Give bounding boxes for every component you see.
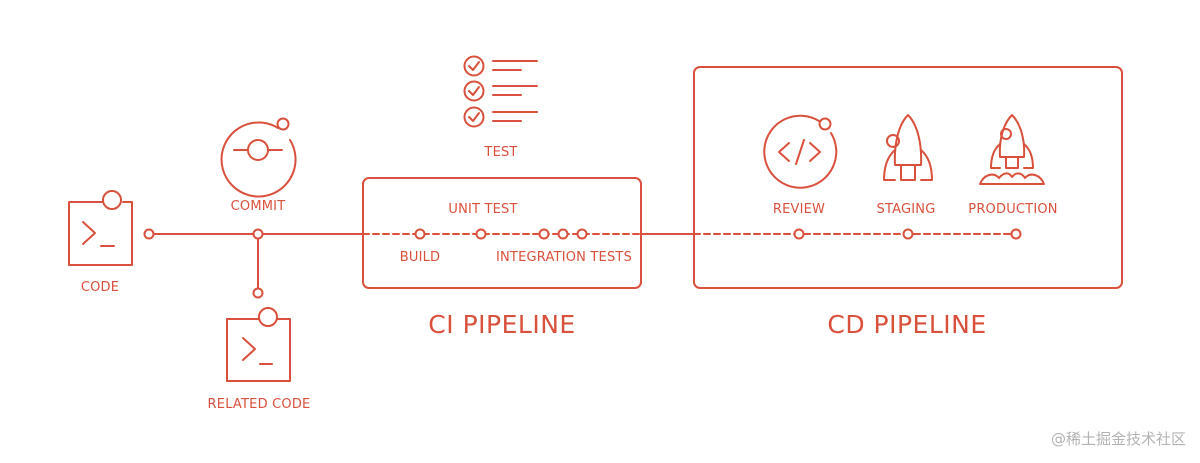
label-review: REVIEW [772, 202, 826, 217]
rocket-icon [883, 114, 933, 181]
label-staging: STAGING [876, 202, 936, 217]
node-production [1010, 228, 1022, 240]
node-code [143, 228, 155, 240]
checklist-icon [463, 55, 538, 128]
cd-pipeline-box [693, 66, 1123, 289]
commit-icon [220, 117, 297, 198]
node-integration-3 [576, 228, 588, 240]
rocket-launch-icon [979, 114, 1045, 185]
label-integration-tests: INTEGRATION TESTS [495, 250, 633, 265]
node-integration-1 [538, 228, 550, 240]
cd-pipeline-title: CD PIPELINE [827, 310, 987, 339]
flow-nodes [143, 228, 1022, 299]
label-related-code: RELATED CODE [207, 397, 311, 412]
node-commit [252, 228, 264, 240]
label-unit-test: UNIT TEST [448, 202, 518, 217]
label-code: CODE [80, 280, 120, 295]
node-staging [902, 228, 914, 240]
ci-pipeline-box [362, 177, 642, 289]
label-commit: COMMIT [230, 199, 286, 214]
label-test: TEST [484, 145, 518, 160]
node-unit-test [475, 228, 487, 240]
node-build [414, 228, 426, 240]
ci-pipeline-title: CI PIPELINE [428, 310, 576, 339]
code-review-icon [763, 114, 838, 189]
node-integration-2 [557, 228, 569, 240]
terminal-icon [68, 190, 133, 266]
label-production: PRODUCTION [968, 202, 1058, 217]
watermark: @稀土掘金技术社区 [1050, 430, 1186, 448]
node-review [793, 228, 805, 240]
node-related-code [252, 287, 264, 299]
terminal-icon [226, 307, 291, 382]
label-build: BUILD [399, 250, 441, 265]
